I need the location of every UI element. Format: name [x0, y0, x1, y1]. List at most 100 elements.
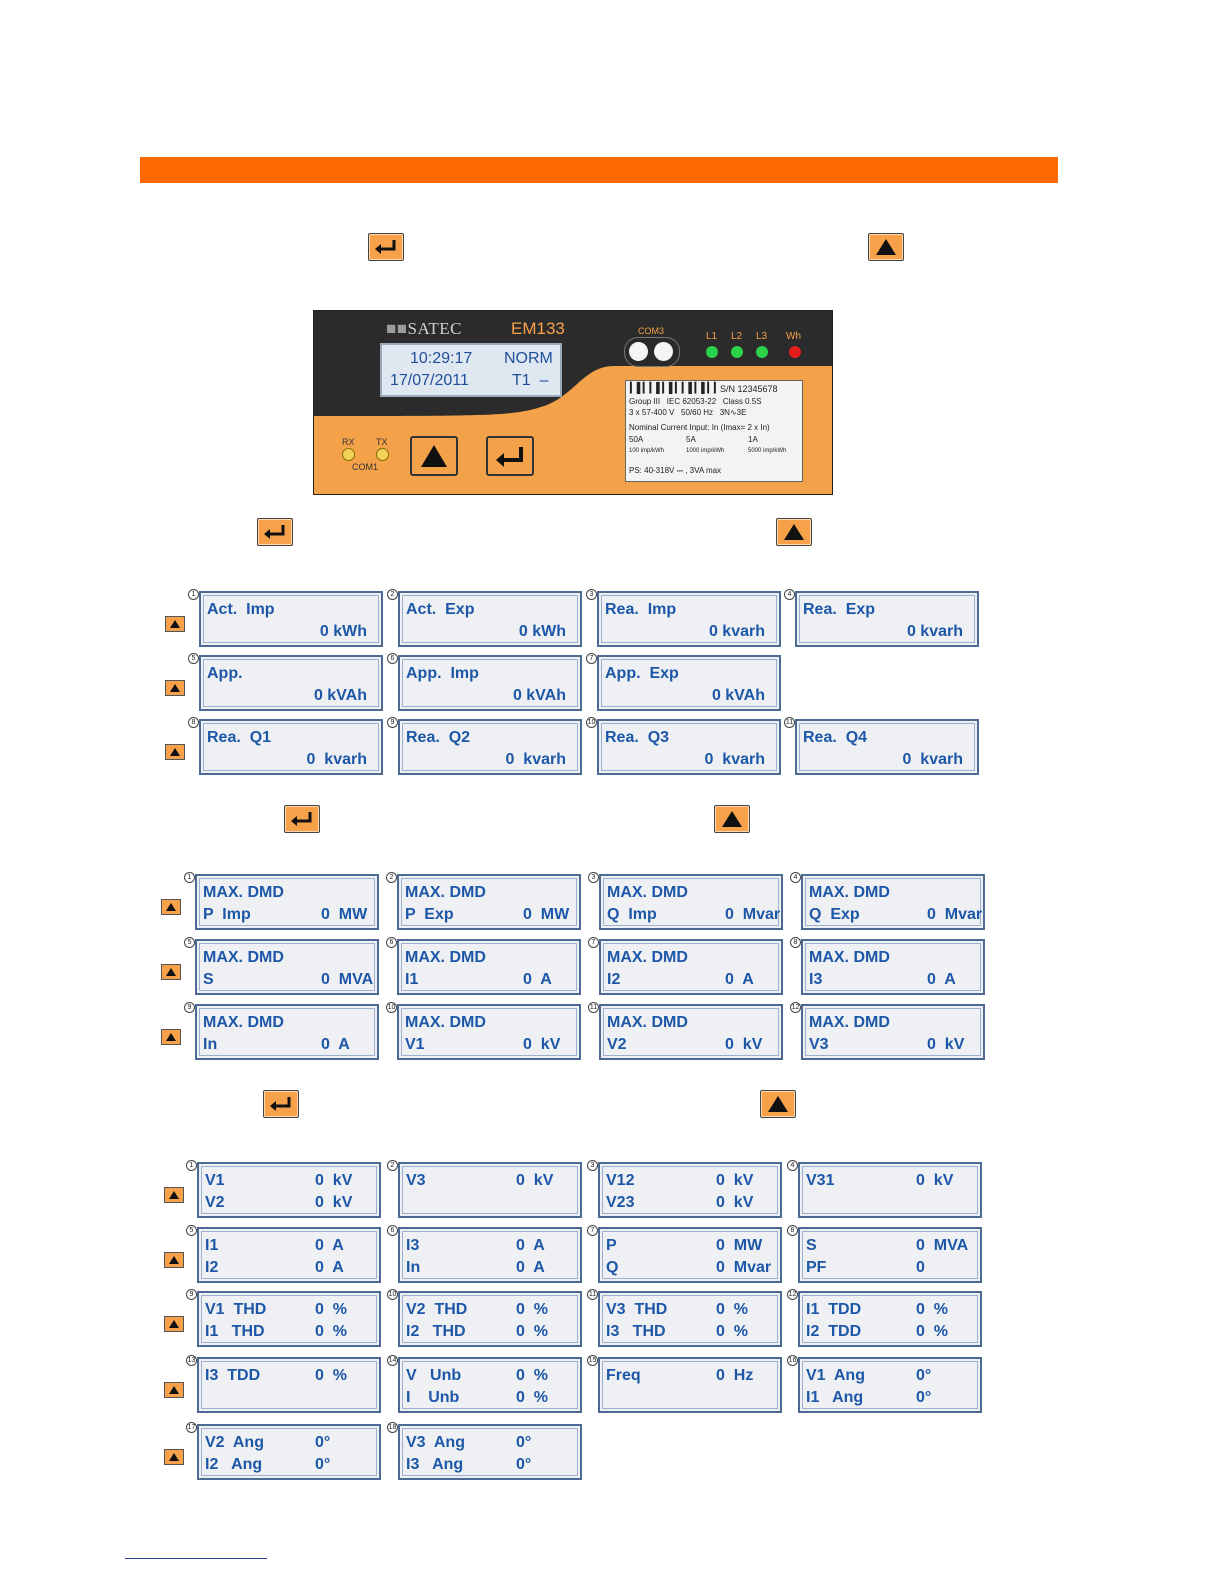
screen-number-badge: 7: [588, 937, 599, 948]
up-key-icon: [165, 744, 185, 760]
screen-parameter-1: V12: [606, 1172, 635, 1189]
screen-value-1: 0 kV: [516, 1172, 554, 1189]
screen-value: 0 Mvar: [927, 906, 983, 923]
screen-parameter-1: V2 Ang: [205, 1434, 264, 1451]
up-key-icon: [760, 1090, 796, 1118]
screen-line-1: App. Exp: [605, 665, 679, 682]
screen-parameter-2: I2 TDD: [806, 1323, 862, 1340]
screen-line-1: MAX. DMD: [405, 884, 486, 901]
screen-value-1: 0 kV: [916, 1172, 954, 1189]
screen-number-badge: 8: [188, 717, 199, 728]
screen-value: 0 kVAh: [313, 687, 367, 704]
screen-number-badge: 12: [787, 1289, 798, 1300]
screen-number-badge: 9: [387, 717, 398, 728]
panel-enter-button[interactable]: [486, 436, 534, 476]
option-1a: 1A: [748, 435, 758, 444]
screen-value-1: 0 %: [516, 1367, 549, 1384]
screen-number-badge: 10: [586, 717, 597, 728]
screen-number-badge: 4: [787, 1160, 798, 1171]
screen-value: 0 kV: [725, 1036, 763, 1053]
barcode: ▎▌▎▎▌▎▌▎▎▌▎▌▎▎: [630, 383, 722, 394]
screen-value-1: 0 A: [315, 1237, 344, 1254]
up-key-icon: [165, 616, 185, 632]
screen-number-badge: 1: [186, 1160, 197, 1171]
screen-value-1: 0 %: [916, 1301, 949, 1318]
enter-key-icon: [263, 1090, 299, 1118]
panel-up-button[interactable]: [410, 436, 458, 476]
up-key-icon: [164, 1252, 184, 1268]
screen-parameter-2: V2: [205, 1194, 225, 1211]
screen-number-badge: 1: [188, 589, 199, 600]
led-label-l2: L2: [731, 331, 743, 342]
screen-line-1: Rea. Exp: [803, 601, 876, 618]
screen-line-1: Rea. Q4: [803, 729, 868, 746]
com3-label: COM3: [638, 326, 665, 336]
screen-parameter: I1: [405, 971, 419, 988]
section-header-bar: [140, 157, 1058, 183]
screen-line-1: Rea. Imp: [605, 601, 677, 618]
screen-number-badge: 7: [586, 653, 597, 664]
screen-value: 0 MW: [523, 906, 570, 923]
up-arrow-icon: [421, 445, 447, 467]
up-key-icon: [776, 518, 812, 546]
screen-value: 0 kvarh: [708, 623, 765, 640]
device-lcd: 10:29:17 NORM 17/07/2011 T1 –: [380, 343, 562, 397]
screen-parameter: P Exp: [405, 906, 454, 923]
screen-parameter-1: Freq: [606, 1367, 641, 1384]
option-50a: 50A: [629, 435, 644, 444]
screen-value-1: 0 MW: [716, 1237, 763, 1254]
screen-line-1: MAX. DMD: [405, 1014, 486, 1031]
screen-number-badge: 9: [184, 1002, 195, 1013]
option-1a-imp: 5000 imp/kWh: [748, 448, 787, 454]
screen-parameter-2: I1 Ang: [806, 1389, 864, 1406]
rx-led: [342, 448, 355, 461]
screen-value-1: 0 kV: [716, 1172, 754, 1189]
screen-parameter-1: V2 THD: [406, 1301, 468, 1318]
screen-value-2: 0 Mvar: [716, 1259, 772, 1276]
enter-key-icon: [284, 805, 320, 833]
screen-parameter-2: In: [406, 1259, 421, 1276]
lcd-tariff: T1 –: [512, 372, 549, 389]
screen-value-2: 0°: [916, 1389, 932, 1406]
screen-value: 0 kWh: [319, 623, 367, 640]
screen-parameter: V1: [405, 1036, 425, 1053]
screen-number-badge: 7: [587, 1225, 598, 1236]
screen-value-2: 0°: [315, 1456, 331, 1473]
screen-parameter: P Imp: [203, 906, 251, 923]
screen-parameter-2: I2 Ang: [205, 1456, 263, 1473]
screen-parameter-2: I2: [205, 1259, 219, 1276]
screen-number-badge: 2: [387, 589, 398, 600]
screen-line-1: MAX. DMD: [607, 1014, 688, 1031]
screen-number-badge: 16: [787, 1355, 798, 1366]
label-group: Group III IEC 62053-22 Class 0.5S: [629, 397, 762, 406]
screen-number-badge: 5: [186, 1225, 197, 1236]
screen-value: 0 kWh: [518, 623, 566, 640]
brand-logo: ■■SATEC: [386, 319, 463, 338]
screen-parameter-1: I1 TDD: [806, 1301, 862, 1318]
led-l3: [756, 346, 768, 358]
tx-led: [376, 448, 389, 461]
screen-value-2: 0 %: [315, 1323, 348, 1340]
meter-front-panel: ■■SATEC EM133 10:29:17 NORM 17/07/2011 T…: [313, 310, 833, 495]
screen-number-badge: 6: [387, 1225, 398, 1236]
rating-label: ▎▌▎▎▌▎▌▎▎▌▎▌▎▎ S/N 12345678 Group III IE…: [625, 380, 803, 482]
screen-value-2: 0 %: [516, 1323, 549, 1340]
lcd-screen: MAX. DMD P Exp 0 MW: [397, 874, 581, 930]
screen-parameter-2: I2 THD: [406, 1323, 466, 1340]
screen-value-1: 0 %: [716, 1301, 749, 1318]
